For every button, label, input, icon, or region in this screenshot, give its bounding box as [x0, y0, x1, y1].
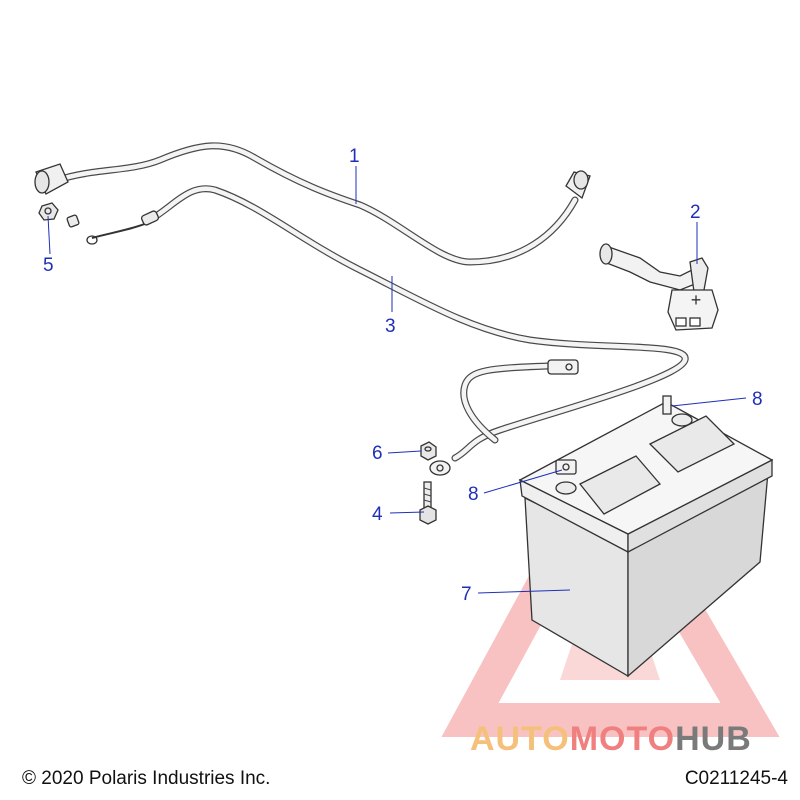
callout-8-lower: 8	[468, 484, 479, 505]
drawing-code: C0211245-4	[684, 768, 788, 789]
terminal-plus-symbol: +	[691, 290, 702, 310]
nut-part-5	[38, 202, 80, 228]
watermark-text: AUTOMOTOHUB	[470, 720, 752, 758]
battery	[518, 395, 774, 678]
terminal-boot: +	[599, 243, 719, 331]
callout-8-upper: 8	[752, 389, 763, 410]
bolt-part-4	[419, 481, 437, 525]
negative-battery-cable	[86, 185, 689, 476]
callout-5: 5	[43, 255, 54, 276]
positive-battery-cable	[34, 142, 591, 266]
callout-6: 6	[372, 443, 383, 464]
copyright-notice: © 2020 Polaris Industries Inc.	[22, 768, 271, 789]
nut-part-6	[420, 441, 437, 461]
leader-lines	[47, 166, 747, 594]
callout-2: 2	[690, 202, 701, 223]
callout-1: 1	[349, 146, 360, 167]
callout-4: 4	[372, 504, 383, 525]
callout-7: 7	[461, 584, 472, 605]
callout-3: 3	[385, 316, 396, 337]
